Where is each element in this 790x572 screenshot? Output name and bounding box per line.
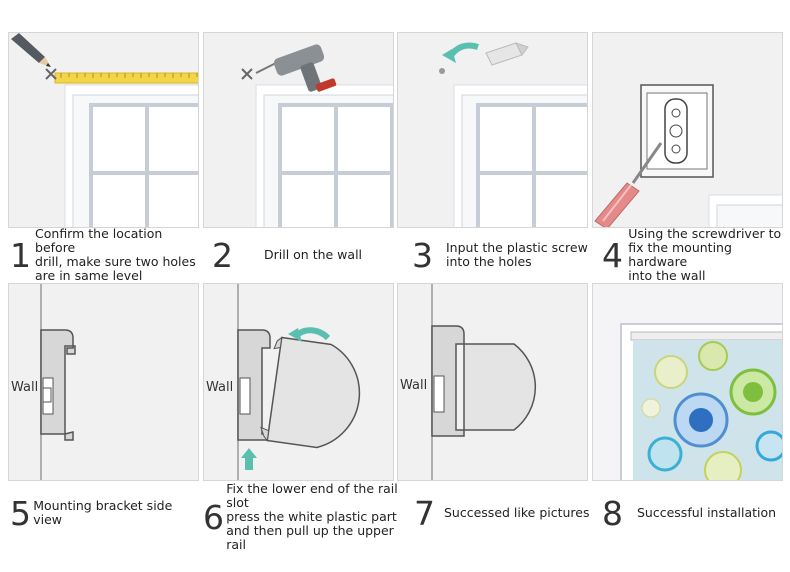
bracket-side-view (237, 329, 271, 441)
step-text: Successful installation (637, 505, 777, 520)
step-5-illustration: Wall (8, 283, 199, 481)
screwdriver-icon (594, 142, 663, 227)
arrow-left-icon (442, 42, 479, 63)
wall-label: Wall (400, 378, 427, 393)
drill-icon (255, 44, 337, 92)
arrow-up-icon (241, 448, 257, 470)
step-number: 2 (212, 235, 233, 275)
roller-blind (630, 331, 782, 480)
roller-headrail (260, 336, 361, 449)
step-3-caption: 3 Input the plastic screw into the holes (412, 230, 602, 280)
bracket-side-view (40, 329, 76, 441)
roller-headrail (463, 343, 537, 431)
step-8-photo (592, 283, 783, 481)
step-text: Using the screwdriver to fix the mountin… (628, 226, 782, 283)
mark-x-icon (45, 68, 57, 80)
step-2-caption: 2 Drill on the wall (212, 230, 402, 280)
arrow-curve-left-icon (288, 327, 331, 342)
step-3-illustration (397, 32, 588, 228)
drill-hole-icon (439, 68, 445, 74)
step-number: 3 (412, 235, 433, 275)
step-2-illustration (203, 32, 394, 228)
bracket-side-view (431, 325, 465, 437)
step-6-illustration: Wall (203, 283, 394, 481)
step-6-caption: 6 Fix the lower end of the rail slot pre… (203, 482, 403, 552)
step-4-caption: 4 Using the screwdriver to fix the mount… (602, 226, 790, 283)
step-text: Mounting bracket side view (33, 498, 173, 527)
mounting-bracket-icon (640, 84, 714, 178)
step-text: Fix the lower end of the rail slot press… (226, 481, 398, 552)
step-text: Input the plastic screw into the holes (446, 240, 588, 269)
step-7-illustration: Wall (397, 283, 588, 481)
step-number: 8 (602, 493, 623, 533)
step-7-caption: 7 Successed like pictures (414, 488, 604, 538)
step-8-caption: 8 Successful installation (602, 488, 790, 538)
wall-label: Wall (206, 380, 233, 395)
window-illustration (64, 84, 198, 227)
step-5-caption: 5 Mounting bracket side view (10, 488, 200, 538)
window-corner-illustration (708, 194, 782, 227)
window-illustration (453, 84, 587, 227)
step-number: 4 (602, 235, 623, 275)
step-1-illustration (8, 32, 199, 228)
wall-plug-icon (485, 42, 529, 66)
mark-x-icon (241, 68, 253, 80)
step-1-caption: 1 Confirm the location before drill, mak… (10, 226, 200, 283)
step-text: Successed like pictures (444, 505, 590, 520)
pencil-icon (11, 33, 51, 67)
ruler-icon (54, 72, 198, 84)
step-number: 1 (10, 235, 31, 275)
step-number: 5 (10, 493, 31, 533)
step-number: 6 (203, 497, 224, 537)
wall-label: Wall (11, 380, 38, 395)
step-text: Drill on the wall (264, 247, 363, 262)
window-illustration (255, 84, 393, 227)
step-number: 7 (414, 493, 435, 533)
step-text: Confirm the location before drill, make … (35, 226, 196, 283)
step-4-illustration (592, 32, 783, 228)
